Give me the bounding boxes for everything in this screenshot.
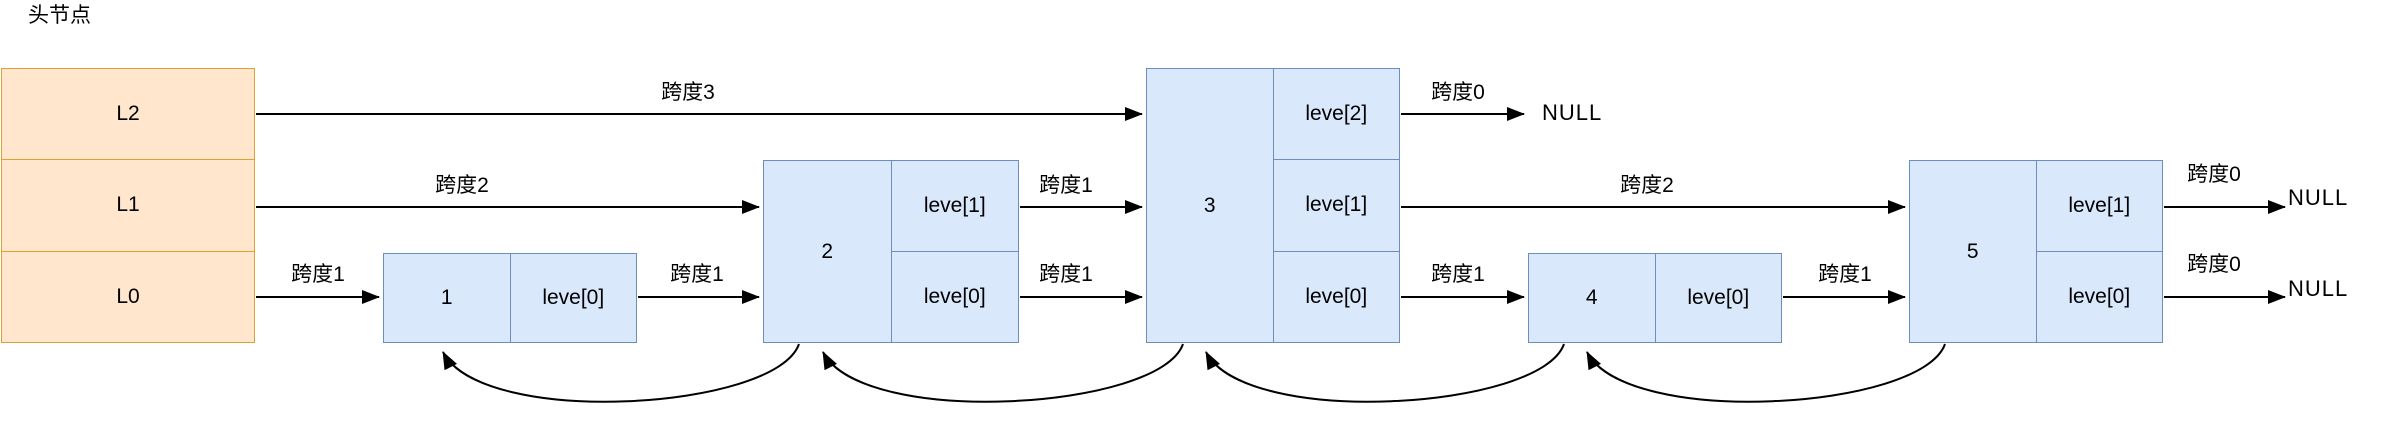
null-label-bottom: NULL [2288,276,2349,301]
node-2-level-0: leve[0] [923,285,986,308]
span-label-node4-l0: 跨度1 [1818,263,1872,286]
span-label-node3-l1: 跨度2 [1620,174,1674,197]
node-1: 1 leve[0] [383,253,637,343]
node-2-value: 2 [764,161,892,342]
node-3: 3 leve[2] leve[1] leve[0] [1146,68,1400,343]
node-3-level-0: leve[0] [1305,284,1368,308]
node-2-level-1: leve[1] [891,161,1018,252]
node-5-level-0: leve[0] [2068,285,2131,308]
span-label-node2-l1: 跨度1 [1039,174,1093,197]
node-3-level-1: leve[1] [1273,160,1399,252]
header-node: L2 L1 L0 [1,68,255,343]
header-level-l0: L0 [116,284,140,308]
node-5-level-1: leve[1] [2036,161,2162,252]
diagram-title: 头节点 [28,4,91,27]
node-5-value: 5 [1910,161,2037,342]
node-4-value: 4 [1529,254,1656,342]
node-5: 5 leve[1] leve[0] [1909,160,2163,343]
backward-arrow-node2-to-node1 [442,343,800,403]
node-4-level-0: leve[0] [1687,286,1750,309]
span-label-node5-l0: 跨度0 [2187,253,2241,276]
span-label-node5-l1: 跨度0 [2187,163,2241,186]
backward-arrow-node4-to-node3 [1205,343,1565,403]
span-label-node2-l0: 跨度1 [1039,263,1093,286]
node-3-value: 3 [1147,69,1274,342]
header-level-l1: L1 [2,160,254,252]
node-4: 4 leve[0] [1528,253,1782,343]
node-3-level-2: leve[2] [1273,69,1399,161]
span-label-node3-l0: 跨度1 [1431,263,1485,286]
span-label-l0: 跨度1 [291,263,345,286]
header-level-l2: L2 [2,69,254,161]
backward-arrow-node5-to-node4 [1586,343,1946,403]
span-label-node1-l0: 跨度1 [670,263,724,286]
node-1-value: 1 [384,254,511,342]
span-label-l1: 跨度2 [435,174,489,197]
null-label-mid: NULL [2288,185,2349,210]
node-2: 2 leve[1] leve[0] [763,160,1019,343]
span-label-node3-l2: 跨度0 [1431,81,1485,104]
backward-arrow-node3-to-node2 [822,343,1184,403]
span-label-l2: 跨度3 [661,81,715,104]
node-1-level-0: leve[0] [542,286,605,309]
null-label-top: NULL [1542,100,1603,125]
